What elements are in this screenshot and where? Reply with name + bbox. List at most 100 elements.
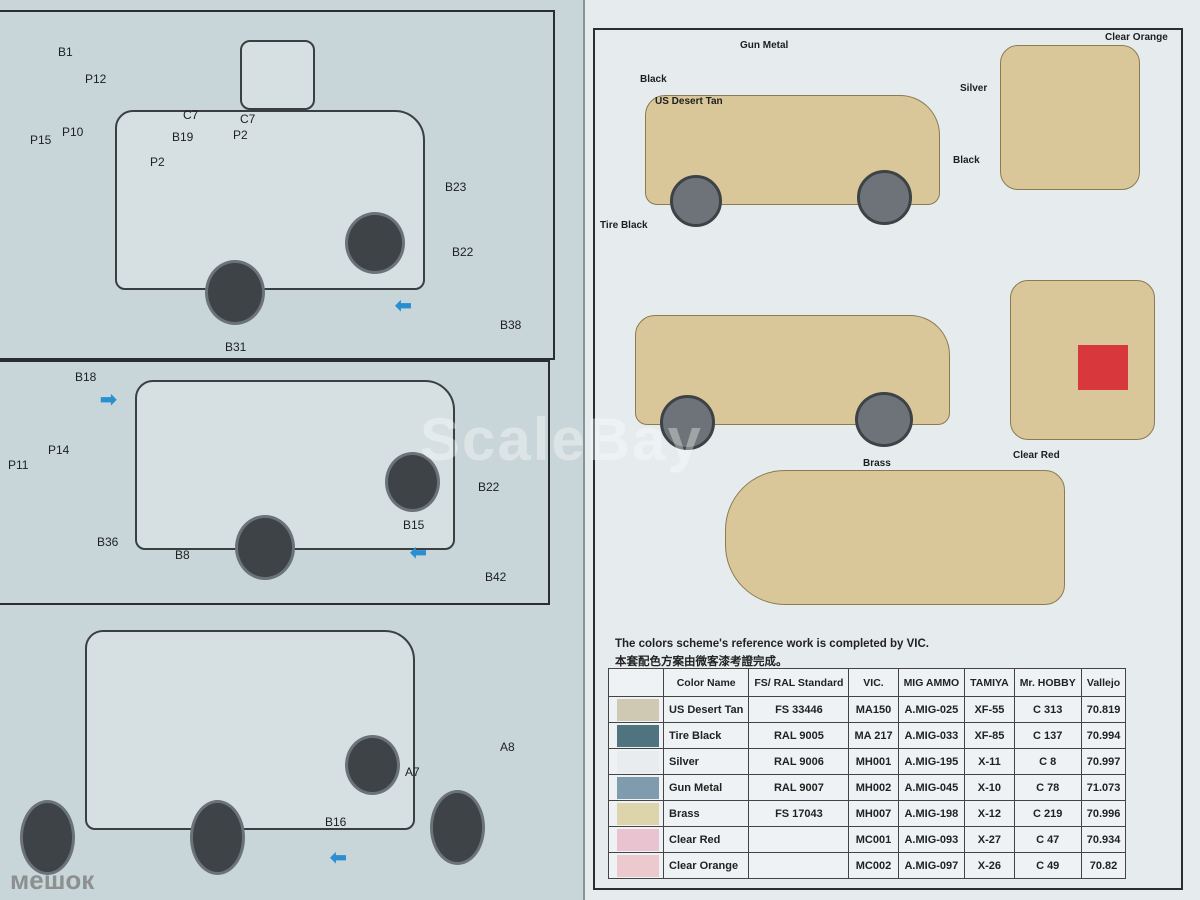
table-cell: A.MIG-097 xyxy=(897,852,966,879)
wheel xyxy=(235,515,295,580)
table-cell: RAL 9005 xyxy=(748,722,850,749)
table-cell: 70.996 xyxy=(1080,800,1127,827)
part-label: C7 xyxy=(240,112,256,126)
table-cell: MA 217 xyxy=(848,722,899,749)
table-cell: FS 17043 xyxy=(748,800,850,827)
table-cell: 70.819 xyxy=(1080,696,1127,723)
callout-tire-black: Tire Black xyxy=(600,220,648,231)
col-header: VIC. xyxy=(848,668,899,697)
table-cell: MH001 xyxy=(848,748,899,775)
table-cell: FS 33446 xyxy=(748,696,850,723)
callout-black-front: Black xyxy=(953,155,980,166)
part-label: P14 xyxy=(48,443,70,457)
swatch-fill xyxy=(617,750,659,773)
color-swatch xyxy=(608,748,664,775)
table-cell: MH002 xyxy=(848,774,899,801)
red-sign-plate xyxy=(1078,345,1128,390)
table-cell: Clear Orange xyxy=(662,852,750,879)
callout-black: Black xyxy=(640,74,667,85)
part-label: B8 xyxy=(175,548,190,562)
swatch-fill xyxy=(617,854,659,877)
table-cell: MC002 xyxy=(848,852,899,879)
part-label: P12 xyxy=(85,72,107,86)
color-swatch xyxy=(608,696,664,723)
part-label: C7 xyxy=(183,108,199,122)
table-header-row: Color Name FS/ RAL Standard VIC. MIG AMM… xyxy=(608,668,1127,697)
wheel xyxy=(855,392,913,447)
table-cell: X-26 xyxy=(964,852,1015,879)
table-cell: Brass xyxy=(662,800,750,827)
blue-arrow-icon: ➡ xyxy=(100,389,117,411)
blue-arrow-icon: ⬅ xyxy=(395,295,412,317)
part-label: P11 xyxy=(8,458,29,472)
table-cell: A.MIG-045 xyxy=(897,774,966,801)
swatch-fill xyxy=(617,802,659,825)
color-swatch xyxy=(608,722,664,749)
part-label: B22 xyxy=(452,245,474,259)
vehicle-front-view xyxy=(1000,45,1140,190)
part-label: A7 xyxy=(405,765,420,779)
table-cell: C 47 xyxy=(1013,826,1082,853)
wheel xyxy=(385,452,440,512)
part-label: B16 xyxy=(325,815,347,829)
callout-clear-red: Clear Red xyxy=(1013,450,1060,461)
part-label: P2 xyxy=(150,155,165,169)
table-cell xyxy=(748,852,850,879)
part-label: B23 xyxy=(445,180,467,194)
swatch-fill xyxy=(617,776,659,799)
color-swatch xyxy=(608,852,664,879)
wheel xyxy=(205,260,265,325)
table-cell: Clear Red xyxy=(662,826,750,853)
table-cell: Gun Metal xyxy=(662,774,750,801)
wheel xyxy=(345,212,405,274)
callout-brass: Brass xyxy=(863,458,891,469)
table-cell: 71.073 xyxy=(1080,774,1127,801)
part-label: B15 xyxy=(403,518,425,532)
table-cell: XF-55 xyxy=(964,696,1015,723)
table-cell xyxy=(748,826,850,853)
table-cell: X-10 xyxy=(964,774,1015,801)
table-cell: X-27 xyxy=(964,826,1015,853)
table-cell: A.MIG-195 xyxy=(897,748,966,775)
wheel xyxy=(660,395,715,450)
wheel xyxy=(190,800,245,875)
callout-clear-orange: Clear Orange xyxy=(1105,32,1168,43)
watermark: ScaleBay xyxy=(420,406,703,473)
col-header: Mr. HOBBY xyxy=(1013,668,1082,697)
color-swatch xyxy=(608,774,664,801)
callout-us-desert-tan: US Desert Tan xyxy=(655,96,723,107)
step-frame-1 xyxy=(0,10,555,360)
table-cell: X-11 xyxy=(964,748,1015,775)
callout-silver: Silver xyxy=(960,83,988,94)
table-cell: MC001 xyxy=(848,826,899,853)
swatch-fill xyxy=(617,828,659,851)
wheel xyxy=(670,175,722,227)
color-swatch xyxy=(608,800,664,827)
part-label: B31 xyxy=(225,340,247,354)
table-cell: C 8 xyxy=(1013,748,1082,775)
left-page-assembly-steps: ⬅ ➡ ⬅ ⬅ B1 P12 P15 P10 C7 B19 P2 C7 P2 B… xyxy=(0,0,585,900)
swatch-fill xyxy=(617,724,659,747)
part-label: A8 xyxy=(500,740,515,754)
site-logo: мешок xyxy=(10,865,95,895)
table-cell: X-12 xyxy=(964,800,1015,827)
paint-reference-table: Color Name FS/ RAL Standard VIC. MIG AMM… xyxy=(608,668,1127,879)
turret-drawing xyxy=(240,40,315,110)
note-chinese: 本套配色方案由微客漆考證完成。 xyxy=(615,656,788,668)
table-cell: XF-85 xyxy=(964,722,1015,749)
table-cell: C 313 xyxy=(1013,696,1082,723)
col-header: Vallejo xyxy=(1080,668,1127,697)
table-cell: MH007 xyxy=(848,800,899,827)
table-cell: C 219 xyxy=(1013,800,1082,827)
table-cell: A.MIG-025 xyxy=(897,696,966,723)
blue-arrow-icon: ⬅ xyxy=(330,847,347,869)
col-header: FS/ RAL Standard xyxy=(748,668,850,697)
table-cell: 70.994 xyxy=(1080,722,1127,749)
swatch-fill xyxy=(617,698,659,721)
